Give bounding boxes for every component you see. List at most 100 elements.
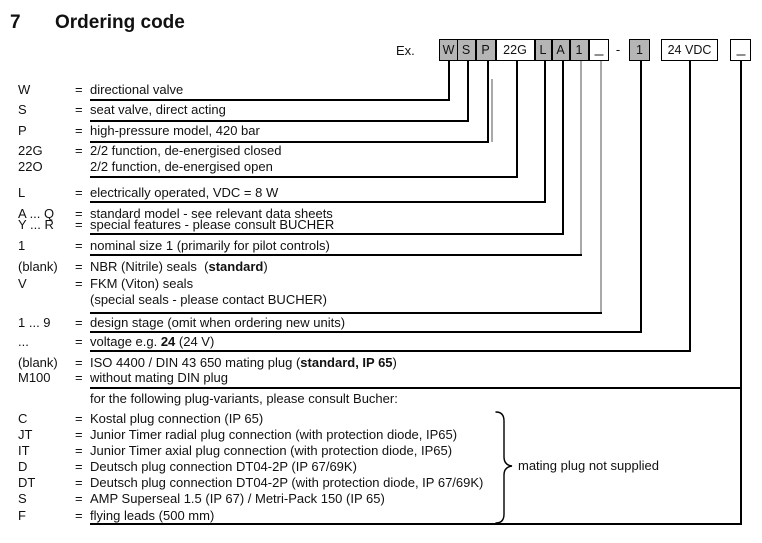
- row-code: P: [18, 123, 27, 138]
- code-box-S: S: [456, 39, 476, 61]
- underscore-glyph: [736, 53, 745, 56]
- equals-sign: =: [75, 238, 83, 253]
- equals-sign: =: [75, 143, 83, 158]
- row-text: Junior Timer axial plug connection (with…: [90, 443, 453, 458]
- shadow-line-0: [491, 79, 493, 142]
- code-box-A: A: [551, 39, 570, 61]
- equals-sign: =: [75, 370, 83, 385]
- code-box-1: 1: [569, 39, 589, 61]
- row-text: AMP Superseal 1.5 (IP 67) / Metri-Pack 1…: [90, 491, 385, 506]
- leader-line-5: [562, 61, 564, 233]
- row-code: D: [18, 459, 28, 474]
- section-number: 7: [10, 12, 21, 33]
- equals-sign: =: [75, 102, 83, 117]
- row-underline: [90, 254, 582, 256]
- equals-sign: =: [75, 276, 83, 291]
- leader-line-0: [448, 61, 450, 100]
- row-text: NBR (Nitrile) seals (standard): [90, 259, 268, 274]
- row-underline: [90, 99, 450, 101]
- equals-sign: =: [75, 443, 83, 458]
- leader-line-8: [640, 61, 642, 332]
- row-code: 1 ... 9: [18, 315, 51, 330]
- code-box-24-VDC: 24 VDC: [661, 39, 718, 61]
- equals-sign: =: [75, 491, 83, 506]
- equals-sign: =: [75, 206, 83, 221]
- row-code: ...: [18, 334, 29, 349]
- row-underline: [90, 387, 742, 389]
- row-code: DT: [18, 475, 36, 490]
- row-text: 2/2 function, de-energised closed: [90, 143, 282, 158]
- leader-line-2: [487, 61, 489, 141]
- equals-sign: =: [75, 123, 83, 138]
- row-text: Kostal plug connection (IP 65): [90, 411, 264, 426]
- row-underline: [90, 312, 602, 314]
- row-code: 22G: [18, 143, 43, 158]
- brace-note: mating plug not supplied: [518, 458, 659, 473]
- code-box-P: P: [475, 39, 496, 61]
- code-box-W: W: [439, 39, 458, 61]
- leader-line-1: [467, 61, 469, 120]
- row-code: F: [18, 508, 26, 523]
- row-underline: [90, 523, 742, 525]
- row-text: flying leads (500 mm): [90, 508, 215, 523]
- row-underline: [90, 201, 546, 203]
- leader-line-9: [689, 61, 691, 350]
- row-text: without mating DIN plug: [90, 370, 229, 385]
- row-code: 1: [18, 238, 26, 253]
- equals-sign: =: [75, 508, 83, 523]
- row-code: M100: [18, 370, 51, 385]
- row-code: L: [18, 185, 26, 200]
- row-underline: [90, 120, 469, 122]
- row-code: S: [18, 491, 27, 506]
- row-underline: [90, 331, 642, 333]
- equals-sign: =: [75, 259, 83, 274]
- row-code: Y ... R: [18, 217, 54, 232]
- row-code: C: [18, 411, 28, 426]
- row-text: (special seals - please contact BUCHER): [90, 292, 327, 307]
- row-text: ISO 4400 / DIN 43 650 mating plug (stand…: [90, 355, 397, 370]
- equals-sign: =: [75, 82, 83, 97]
- equals-sign: =: [75, 475, 83, 490]
- row-code: IT: [18, 443, 30, 458]
- equals-sign: =: [75, 334, 83, 349]
- row-text: seat valve, direct acting: [90, 102, 226, 117]
- row-text: electrically operated, VDC = 8 W: [90, 185, 279, 200]
- equals-sign: =: [75, 217, 83, 232]
- row-text: high-pressure model, 420 bar: [90, 123, 260, 138]
- code-box-22G: 22G: [495, 39, 535, 61]
- brace: [495, 411, 513, 524]
- row-text: directional valve: [90, 82, 184, 97]
- row-code: S: [18, 102, 27, 117]
- equals-sign: =: [75, 459, 83, 474]
- row-underline: [90, 350, 691, 352]
- equals-sign: =: [75, 355, 83, 370]
- row-text: standard model - see relevant data sheet…: [90, 206, 333, 221]
- code-box-L: L: [534, 39, 552, 61]
- row-underline: [90, 141, 489, 143]
- code-separator: -: [615, 42, 621, 57]
- row-text: special features - please consult BUCHER: [90, 217, 335, 232]
- leader-line-4: [544, 61, 546, 201]
- equals-sign: =: [75, 427, 83, 442]
- row-text: for the following plug-variants, please …: [90, 391, 398, 406]
- underscore-glyph: [594, 53, 603, 56]
- example-label: Ex.: [396, 43, 415, 58]
- code-box-_: [730, 39, 751, 61]
- row-text: Deutsch plug connection DT04-2P (IP 67/6…: [90, 459, 357, 474]
- row-text: nominal size 1 (primarily for pilot cont…: [90, 238, 330, 253]
- row-code: (blank): [18, 355, 58, 370]
- row-code: V: [18, 276, 27, 291]
- row-text: Deutsch plug connection DT04-2P (with pr…: [90, 475, 484, 490]
- row-code: A ... Q: [18, 206, 55, 221]
- leader-line-6: [580, 61, 582, 256]
- equals-sign: =: [75, 315, 83, 330]
- row-code: JT: [18, 427, 33, 442]
- row-underline: [90, 176, 518, 178]
- row-text: voltage e.g. 24 (24 V): [90, 334, 215, 349]
- row-code: W: [18, 82, 31, 97]
- row-underline: [90, 233, 564, 235]
- leader-line-3: [516, 61, 518, 176]
- code-box-1: 1: [629, 39, 650, 61]
- equals-sign: =: [75, 411, 83, 426]
